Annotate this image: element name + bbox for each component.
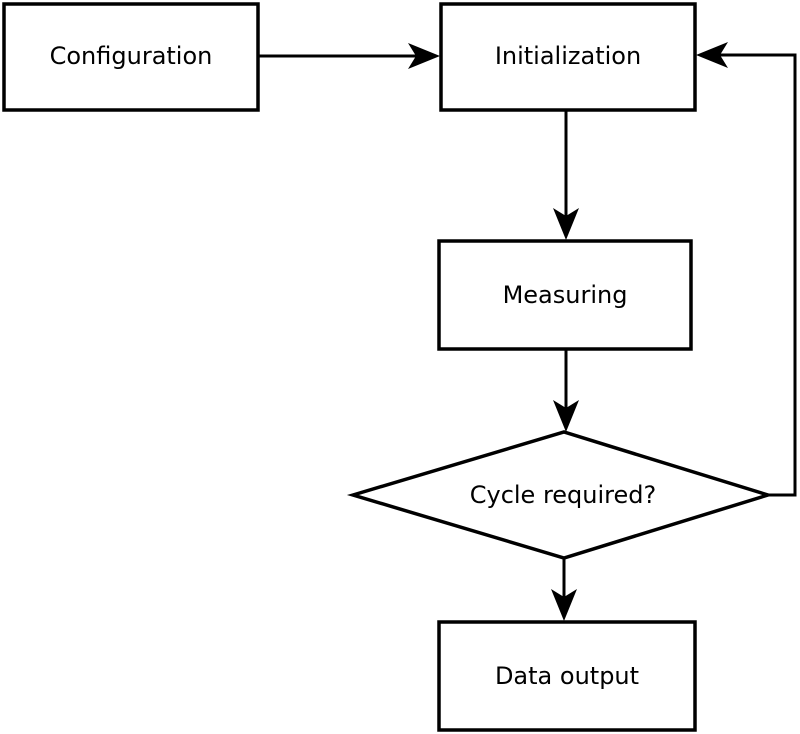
arrowhead-into-measuring-top xyxy=(553,208,579,240)
data-output-label: Data output xyxy=(495,662,639,690)
configuration-box xyxy=(2,2,260,112)
measuring-label: Measuring xyxy=(503,281,628,309)
arrowhead-into-data-output-top xyxy=(551,589,577,621)
node-cycle-required: Cycle required? xyxy=(346,430,774,560)
arrowhead-into-initialization-right xyxy=(696,42,728,68)
edges xyxy=(258,42,797,621)
measuring-box xyxy=(437,239,693,351)
configuration-label: Configuration xyxy=(50,42,213,70)
arrowhead-into-initialization-left xyxy=(408,43,440,69)
node-initialization: Initialization xyxy=(439,2,697,112)
node-measuring: Measuring xyxy=(437,239,693,351)
node-data-output: Data output xyxy=(437,620,697,732)
cycle-required-label: Cycle required? xyxy=(470,481,657,509)
data-output-box xyxy=(437,620,697,732)
cycle-required-diamond xyxy=(346,430,774,560)
initialization-box xyxy=(439,2,697,112)
edge-cycle-required-to-initialization-loop xyxy=(718,53,797,497)
initialization-label: Initialization xyxy=(495,42,641,70)
arrowhead-into-diamond-top xyxy=(553,400,579,432)
node-configuration: Configuration xyxy=(2,2,260,112)
